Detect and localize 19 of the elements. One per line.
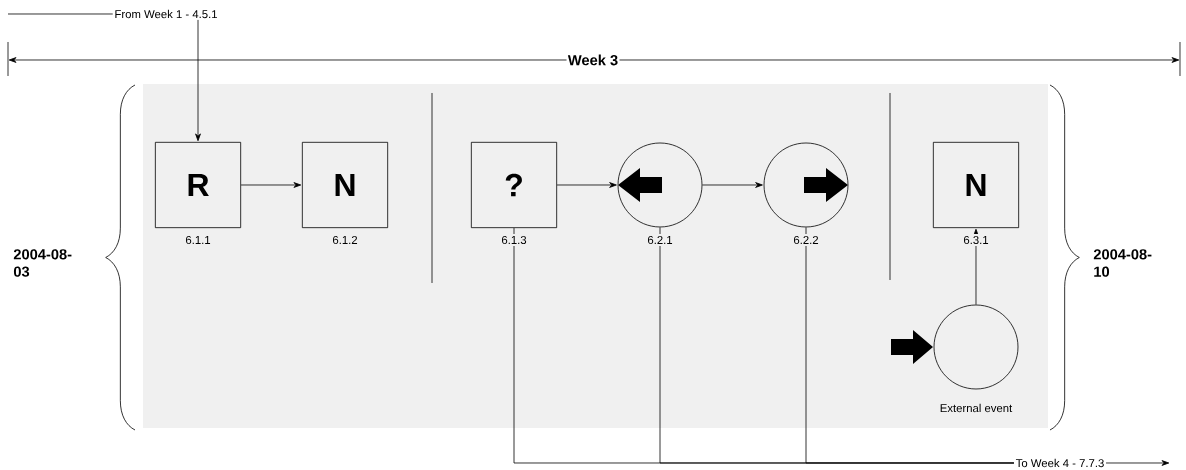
- dimension-label: Week 3: [566, 53, 620, 67]
- connector: [702, 182, 763, 188]
- process-box: N: [301, 141, 389, 229]
- connector: [7, 13, 114, 15]
- connector: [556, 182, 617, 188]
- process-box: N: [932, 141, 1020, 229]
- flow-label: From Week 1 - 4.5.1: [113, 8, 219, 20]
- process-box: R: [154, 141, 242, 229]
- event-circle: [763, 142, 849, 228]
- connector: [240, 182, 302, 188]
- date-label: 2004-08-10: [1092, 247, 1164, 279]
- date-label: 2004-08-03: [12, 247, 84, 279]
- process-box: ?: [470, 141, 558, 229]
- flow-label: To Week 4 - 7.7.3: [1014, 457, 1106, 469]
- connector: [805, 227, 1015, 464]
- event-circle: [891, 304, 1019, 390]
- event-circle: [617, 142, 703, 228]
- connector: [195, 19, 201, 142]
- connector: [1105, 460, 1170, 466]
